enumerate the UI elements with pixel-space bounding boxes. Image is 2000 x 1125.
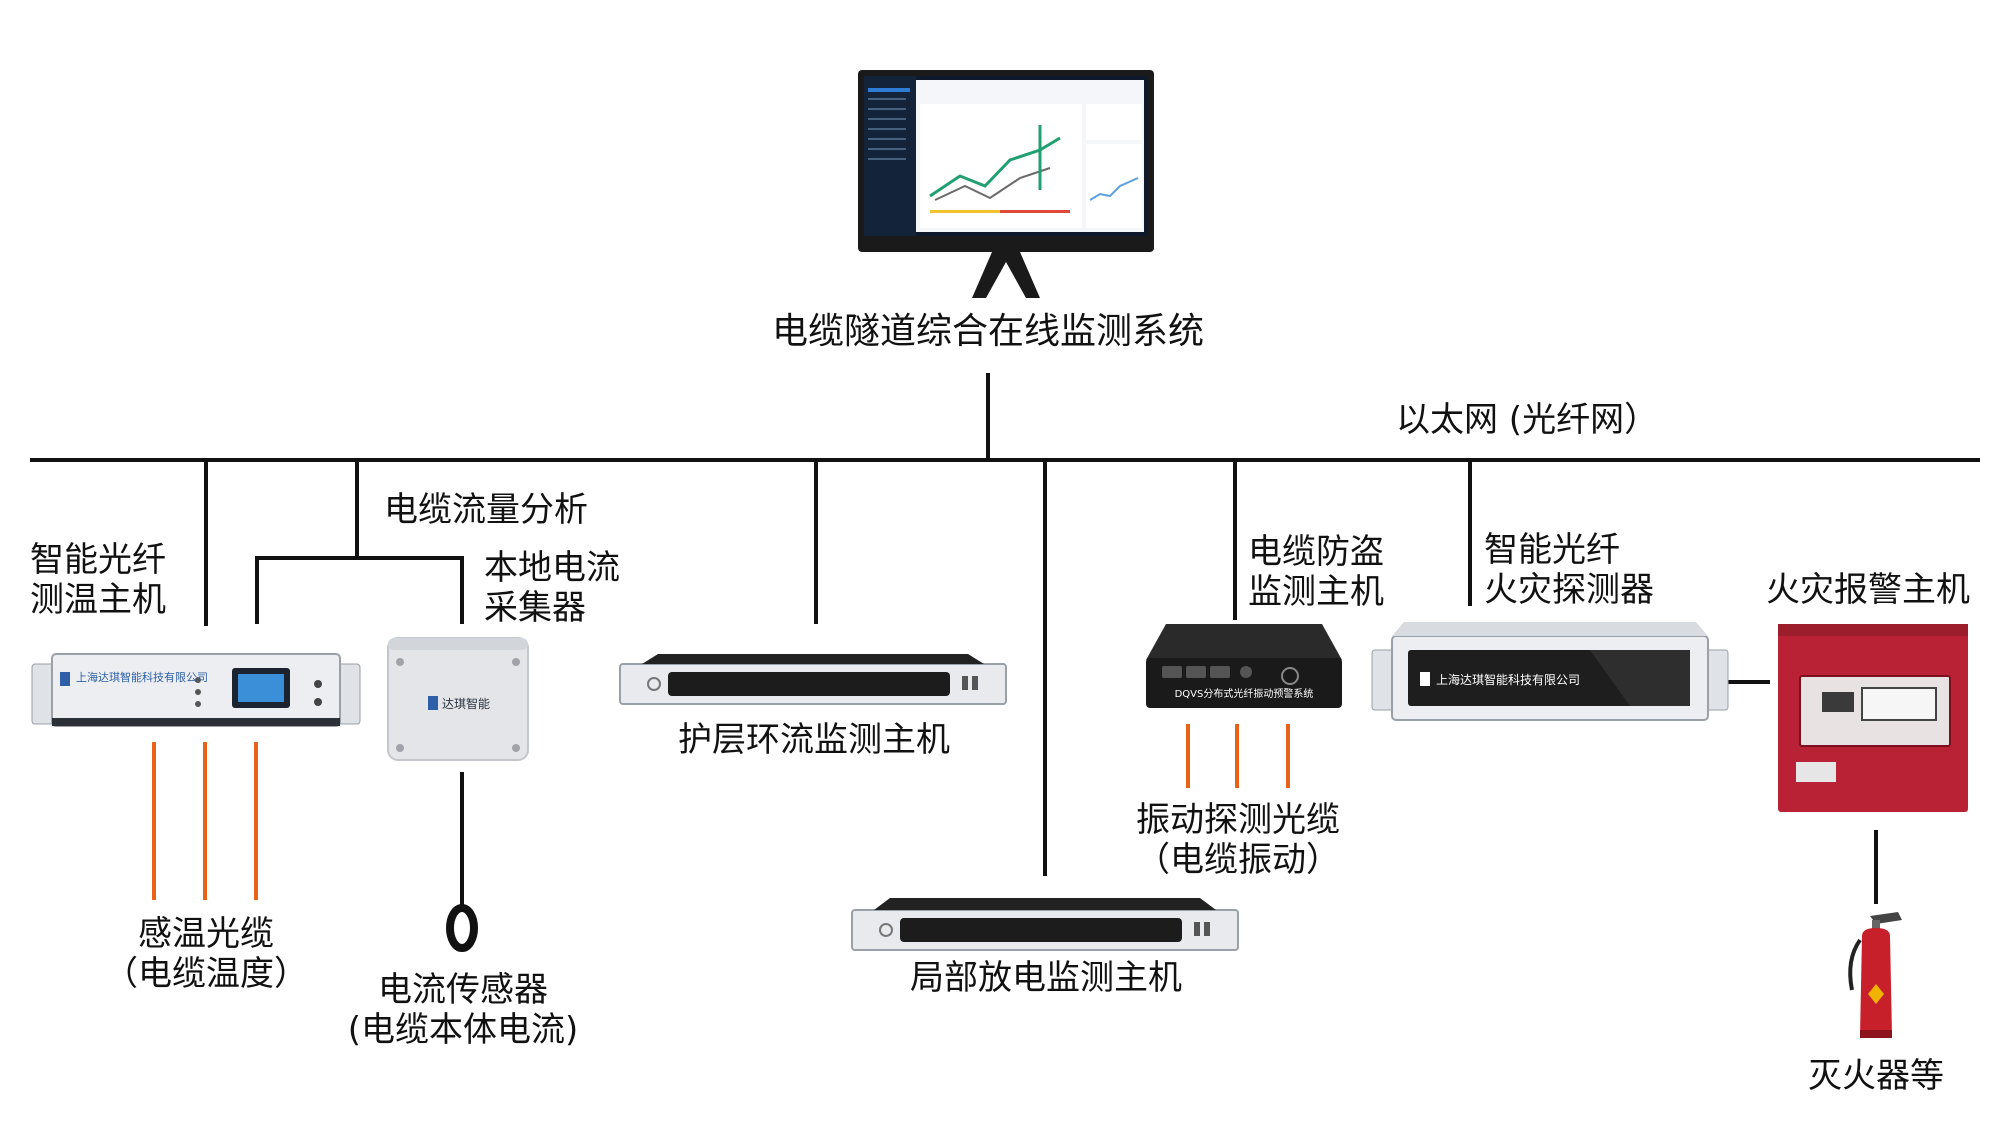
- fiber-temp-host-line2: 测温主机: [30, 580, 166, 620]
- anti-theft-host-label: 电缆防盗 监测主机: [1248, 532, 1384, 612]
- temp-cable-line2: （电缆温度）: [104, 954, 308, 994]
- anti-theft-host-line2: 监测主机: [1248, 572, 1384, 612]
- fiber-temp-host-brand: 上海达琪智能科技有限公司: [76, 671, 208, 684]
- anti-theft-device-text: DQVS分布式光纤振动预警系统: [1174, 689, 1314, 700]
- vibration-cable-line2: （电缆振动）: [1136, 840, 1340, 880]
- partial-discharge-host-device: [851, 898, 1239, 951]
- fiber-temp-host-line1: 智能光纤: [30, 540, 166, 580]
- fiber-temp-host-device: [31, 653, 361, 727]
- fire-extinguisher-icon: [1848, 912, 1902, 1038]
- current-collector-line1: 本地电流: [484, 548, 620, 588]
- fiber-lines: [152, 724, 1290, 900]
- vibration-cable-line1: 振动探测光缆: [1136, 800, 1340, 840]
- system-title: 电缆隧道综合在线监测系统: [771, 311, 1204, 352]
- flow-analysis-label: 电缆流量分析: [384, 490, 588, 530]
- current-collector-line2: 采集器: [484, 588, 586, 628]
- fiber-temp-host-label: 智能光纤 测温主机: [30, 540, 166, 620]
- fire-alarm-host-device: [1778, 624, 1968, 812]
- anti-theft-host-device: [1146, 624, 1342, 708]
- sheath-host-device: [619, 654, 1007, 705]
- fire-alarm-host-label: 火灾报警主机: [1766, 570, 1970, 610]
- current-sensor-line2: (电缆本体电流): [347, 1010, 579, 1050]
- current-collector-brand: 达琪智能: [442, 697, 491, 711]
- temp-cable-label: 感温光缆 （电缆温度）: [100, 914, 312, 994]
- network-label: 以太网 (光纤网）: [1396, 400, 1659, 440]
- anti-theft-host-line1: 电缆防盗: [1248, 532, 1384, 572]
- current-sensor-line1: 电流传感器: [378, 970, 548, 1010]
- current-sensor-ring: [446, 904, 478, 952]
- sheath-host-label: 护层环流监测主机: [678, 720, 950, 760]
- temp-cable-line1: 感温光缆: [138, 914, 274, 954]
- partial-discharge-host-label: 局部放电监测主机: [910, 958, 1182, 998]
- vibration-cable-label: 振动探测光缆 （电缆振动）: [1120, 800, 1356, 880]
- monitor: [858, 70, 1154, 298]
- current-collector-label: 本地电流 采集器: [484, 548, 620, 628]
- current-sensor-label: 电流传感器 (电缆本体电流): [340, 970, 586, 1050]
- fire-detector-label: 智能光纤 火灾探测器: [1484, 530, 1654, 610]
- extinguisher-label: 灭火器等: [1808, 1056, 1944, 1096]
- fire-detector-line1: 智能光纤: [1484, 530, 1620, 570]
- network-lines: [30, 373, 1980, 910]
- fire-detector-line2: 火灾探测器: [1484, 570, 1654, 610]
- fire-detector-device: [1371, 622, 1729, 721]
- current-collector-device: [387, 637, 529, 761]
- fire-detector-brand: 上海达琪智能科技有限公司: [1436, 673, 1581, 687]
